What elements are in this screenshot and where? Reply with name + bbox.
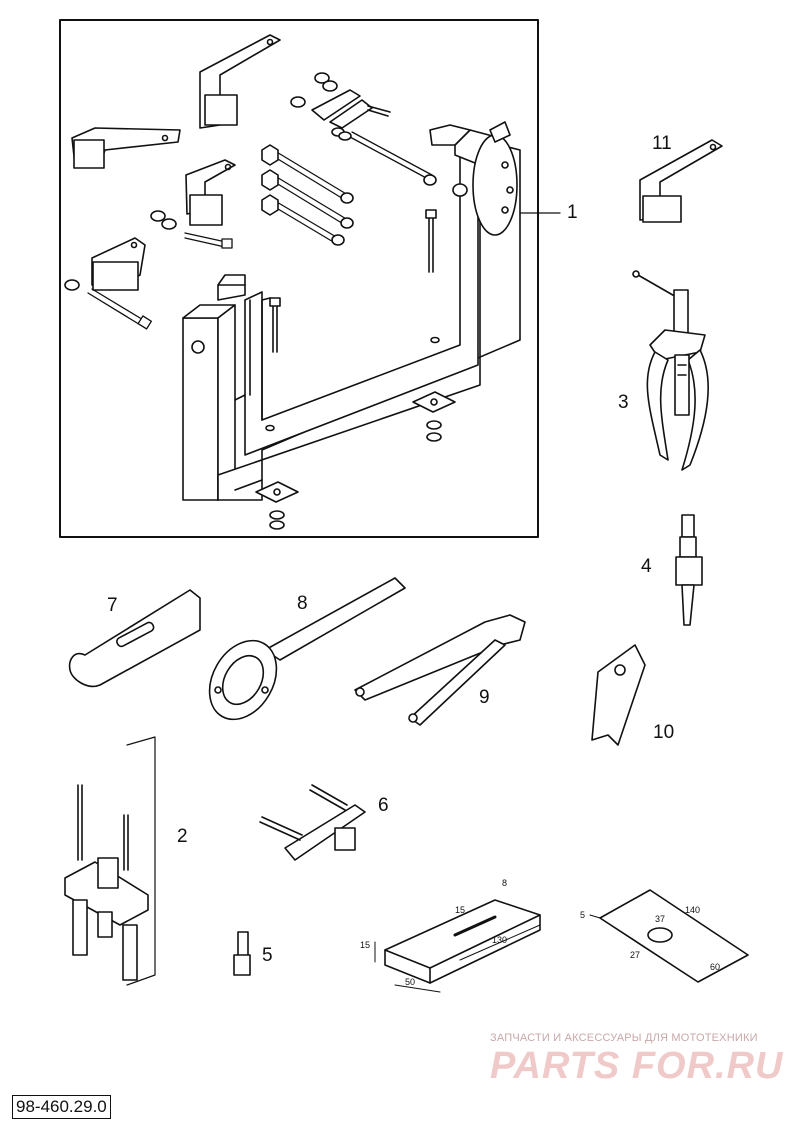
- group-frame: [59, 19, 539, 538]
- callout-4: 4: [641, 556, 652, 577]
- hook-spanner-7: [68, 589, 201, 688]
- callout-10: 10: [653, 722, 675, 743]
- pin-wrench-8: [208, 577, 406, 721]
- callout-11: 11: [652, 133, 672, 154]
- callout-3: 3: [618, 392, 629, 413]
- dim-block-base: 50: [405, 977, 416, 987]
- puller-3: [632, 270, 709, 471]
- dim-block-top: 8: [502, 878, 508, 888]
- watermark-logo: PARTS FOR.RU: [490, 1045, 784, 1087]
- bar-puller-6: [259, 784, 366, 861]
- slide-hammer-4: [675, 514, 703, 626]
- watermark-tagline: ЗАПЧАСТИ И АКСЕССУАРЫ ДЛЯ МОТОТЕХНИКИ: [490, 1032, 758, 1044]
- callout-8: 8: [297, 593, 308, 614]
- gauge-plate-10: [591, 644, 646, 746]
- bracket-11: [639, 139, 723, 223]
- dim-plate-offset: 27: [630, 950, 641, 960]
- dimensioned-block: [374, 899, 541, 993]
- dim-block-height: 15: [360, 940, 371, 950]
- dim-block-length: 130: [492, 935, 508, 945]
- callout-1: 1: [567, 202, 578, 223]
- dimensioned-plate: [589, 889, 749, 983]
- callout-2: 2: [177, 826, 188, 847]
- dim-plate-thickness: 5: [580, 910, 586, 920]
- dim-plate-width: 60: [710, 962, 721, 972]
- engine-stand: [64, 34, 521, 530]
- callout-6: 6: [378, 795, 389, 816]
- pin-spanner-9: [354, 614, 526, 726]
- flywheel-puller-2: [64, 736, 156, 986]
- dim-plate-length: 140: [685, 905, 701, 915]
- document-code: 98-460.29.0: [12, 1095, 111, 1119]
- callout-7: 7: [107, 595, 118, 616]
- callout-5: 5: [262, 945, 273, 966]
- callout-9: 9: [479, 687, 490, 708]
- dim-block-width-top: 15: [455, 905, 466, 915]
- adapter-5: [233, 931, 251, 976]
- dim-plate-hole: 37: [655, 914, 666, 924]
